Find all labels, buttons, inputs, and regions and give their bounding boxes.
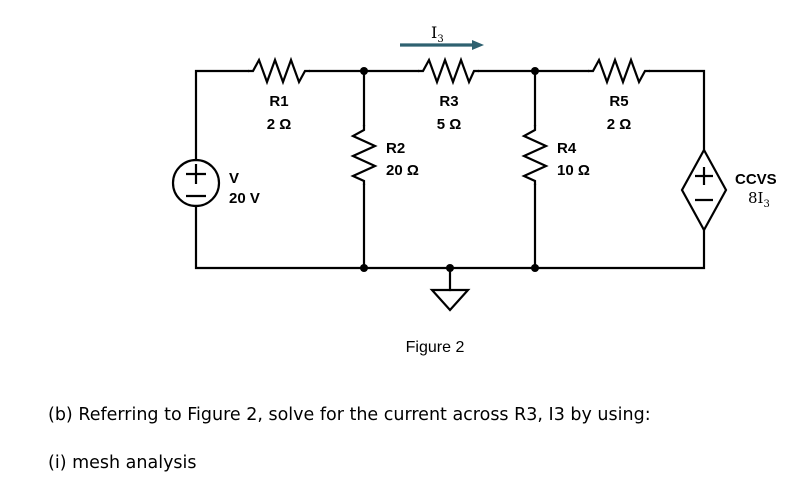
wire-bottom (194, 204, 706, 270)
ccvs-gain: 8I3 (748, 189, 770, 210)
node-dot (360, 264, 368, 272)
resistor-r4-icon (521, 125, 549, 185)
ground-icon (429, 288, 471, 312)
r1-name: R1 (269, 93, 288, 110)
resistor-r1-icon (248, 56, 310, 86)
node-dot (360, 67, 368, 75)
wire-right-top (648, 69, 706, 152)
voltage-source-icon (171, 158, 221, 208)
r2-value: 20 Ω (386, 162, 419, 179)
ccvs-name: CCVS (735, 171, 777, 188)
voltage-source-value: 20 V (229, 190, 260, 207)
resistor-r5-icon (588, 56, 650, 86)
resistor-r3-icon (418, 56, 479, 86)
r4-name: R4 (557, 140, 577, 157)
r4-value: 10 Ω (557, 162, 590, 179)
ccvs-icon (680, 147, 728, 233)
r3-name: R3 (439, 93, 458, 110)
wire-left-top (194, 69, 250, 162)
nodes (360, 67, 539, 272)
node-dot (446, 264, 454, 272)
sub-question-text: (i) mesh analysis (48, 453, 197, 473)
r2-name: R2 (386, 140, 405, 157)
r5-value: 2 Ω (607, 116, 632, 133)
r1-value: 2 Ω (267, 116, 292, 133)
figure-caption: Figure 2 (406, 339, 465, 356)
voltage-source-name: V (229, 170, 239, 187)
r3-value: 5 Ω (437, 116, 462, 133)
question-text: (b) Referring to Figure 2, solve for the… (48, 405, 651, 425)
resistor-r2-icon (350, 125, 378, 185)
node-dot (531, 67, 539, 75)
r5-name: R5 (609, 93, 628, 110)
current-label: I3 (431, 23, 444, 45)
node-dot (531, 264, 539, 272)
current-arrow-icon (400, 40, 484, 50)
